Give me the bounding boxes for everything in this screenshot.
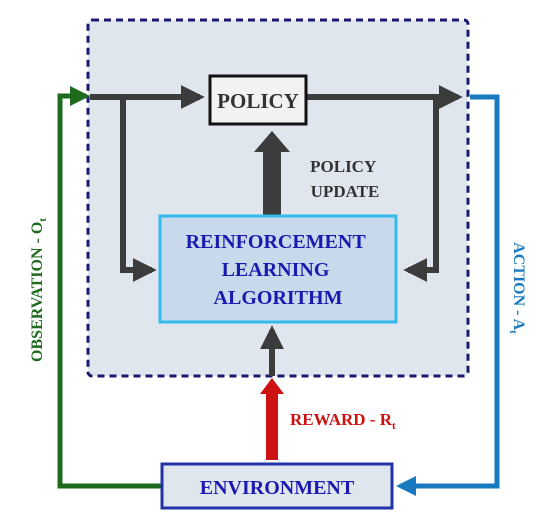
rl-algorithm-box [158, 214, 398, 324]
rl-line-3: ALGORITHM [214, 287, 343, 309]
observation-arrow [57, 86, 162, 489]
policy-update-line-2: UPDATE [311, 182, 380, 201]
observation-to-rl-arrow [120, 97, 157, 282]
action-label-sub: t [507, 330, 519, 334]
rl-algorithm-label: REINFORCEMENT LEARNING ALGORITHM [186, 231, 371, 309]
reward-label-sub: t [392, 420, 396, 432]
reward-label-text: REWARD - R [290, 410, 393, 429]
policy-update-line-1: POLICY [310, 157, 376, 176]
action-arrow [396, 94, 500, 496]
policy-update-label: POLICY UPDATE [310, 157, 380, 201]
environment-box [160, 462, 394, 510]
action-label: ACTION - At [507, 242, 527, 334]
policy-update-arrow [254, 131, 290, 215]
rl-line-2: LEARNING [222, 259, 330, 281]
reward-arrow [260, 378, 284, 460]
environment-label: ENVIRONMENT [200, 477, 355, 499]
observation-label-sub: t [37, 218, 49, 222]
action-label-text: ACTION - A [510, 242, 527, 330]
policy-box [208, 74, 308, 126]
observation-label: OBSERVATION - Ot [29, 218, 49, 362]
rl-line-1: REINFORCEMENT [186, 231, 367, 253]
observation-label-text: OBSERVATION - O [29, 222, 46, 362]
policy-label: POLICY [217, 89, 299, 113]
reward-label: REWARD - Rt [290, 410, 396, 432]
internal-arrows [90, 85, 463, 376]
action-to-rl-arrow [403, 97, 439, 282]
